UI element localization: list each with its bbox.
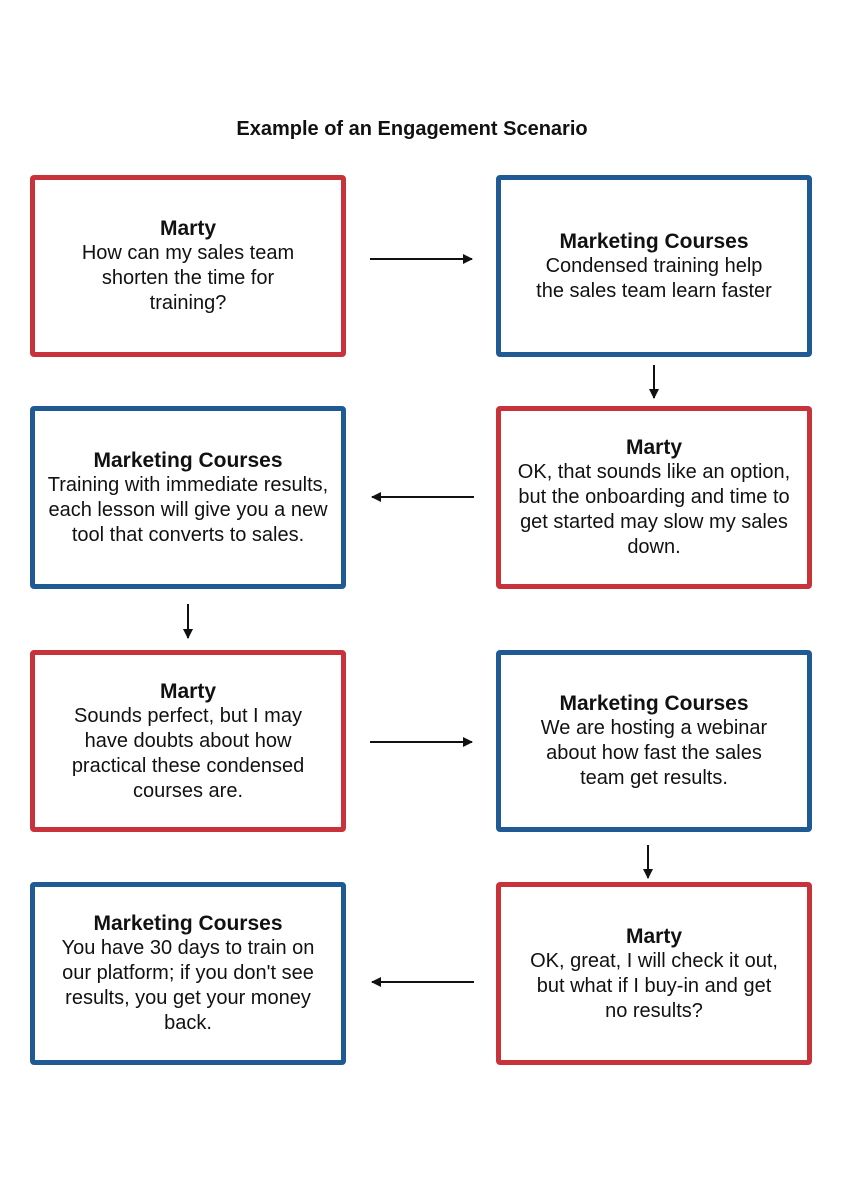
step-4-speaker: Marketing Courses	[93, 448, 283, 472]
step-4-text: Training with immediate results, each le…	[47, 473, 329, 546]
step-8-text: You have 30 days to train on our platfor…	[61, 937, 315, 1034]
step-5-speaker: Marty	[159, 679, 217, 703]
step-5-text: Sounds perfect, but I may have doubts ab…	[71, 704, 305, 802]
step-8-marketing-box: Marketing Courses You have 30 days to tr…	[30, 882, 346, 1065]
step-7-text: OK, great, I will check it out, but what…	[530, 949, 778, 1022]
step-2-marketing-box: Marketing Courses Condensed training hel…	[496, 175, 812, 357]
diagram-title: Example of an Engagement Scenario	[236, 118, 588, 140]
step-3-marty-box: Marty OK, that sounds like an option, bu…	[496, 406, 812, 589]
step-7-marty-box: Marty OK, great, I will check it out, bu…	[496, 882, 812, 1065]
step-1-speaker: Marty	[159, 217, 217, 240]
step-8-speaker: Marketing Courses	[93, 912, 283, 935]
step-7-speaker: Marty	[625, 924, 683, 948]
step-3-speaker: Marty	[625, 436, 683, 459]
step-4-marketing-box: Marketing Courses Training with immediat…	[30, 406, 346, 589]
step-1-marty-box: Marty How can my sales team shorten the …	[30, 175, 346, 357]
step-2-text: Condensed training help the sales team l…	[536, 254, 772, 302]
step-3-text: OK, that sounds like an option, but the …	[517, 461, 791, 558]
step-5-marty-box: Marty Sounds perfect, but I may have dou…	[30, 650, 346, 832]
step-6-marketing-box: Marketing Courses We are hosting a webin…	[496, 650, 812, 832]
step-2-speaker: Marketing Courses	[559, 229, 749, 253]
step-1-text: How can my sales team shorten the time f…	[81, 242, 295, 314]
step-6-text: We are hosting a webinar about how fast …	[540, 717, 768, 789]
step-6-speaker: Marketing Courses	[559, 692, 749, 715]
